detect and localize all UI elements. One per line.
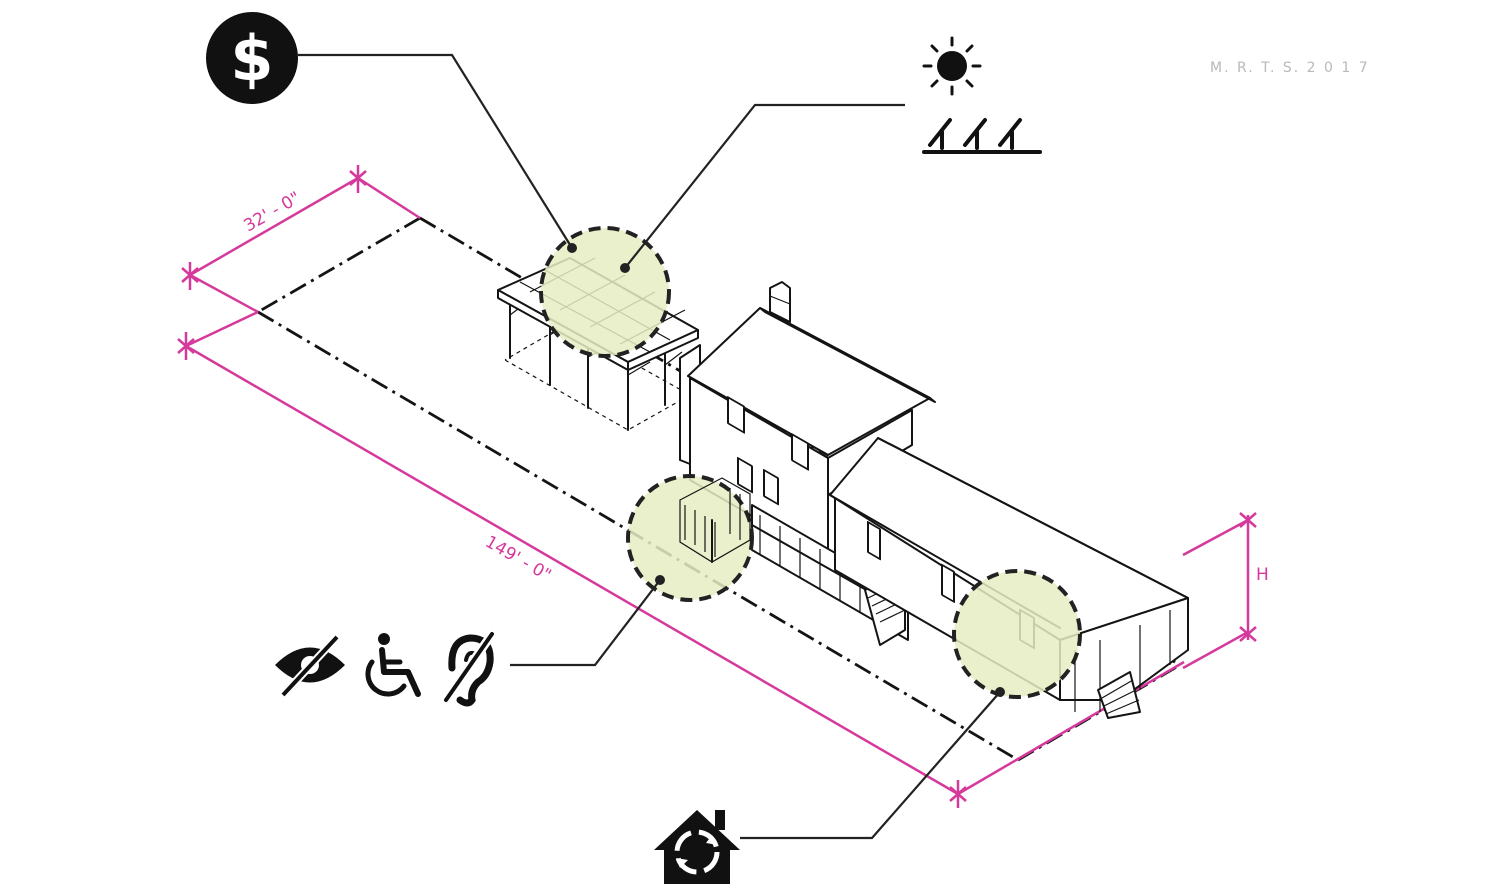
svg-text:$: $	[230, 22, 273, 95]
roof-highlight-circle	[539, 226, 671, 358]
sustainability-callout-dot	[995, 687, 1005, 697]
height-dimension-label: H	[1256, 565, 1269, 585]
wall-highlight-circle	[952, 569, 1082, 699]
visually-impaired-icon	[275, 634, 345, 698]
faded-header-text: M. R. T. S. 2 0 1 7	[1210, 60, 1370, 76]
sun-icon	[922, 36, 982, 96]
accessibility-callout-line	[510, 579, 661, 667]
hearing-impaired-icon	[441, 629, 497, 707]
main-house	[679, 281, 936, 646]
dollar-sign-icon: $	[206, 12, 298, 104]
windows-upper	[727, 396, 809, 471]
accessible-ramp	[679, 477, 751, 563]
height-dimension: H	[1182, 512, 1269, 670]
house-recycle-icon	[654, 810, 740, 884]
width-dimension-label: 32' - 0"	[241, 188, 305, 236]
cost-callout-line	[298, 53, 573, 249]
solar-callout-line	[624, 103, 905, 269]
porch-highlight-circle	[626, 474, 754, 602]
accessibility-callout-dot	[655, 575, 665, 585]
wheelchair-icon	[365, 633, 421, 697]
solar-panels-icon	[922, 118, 1042, 154]
windows-lower	[737, 456, 779, 506]
cost-callout-dot	[567, 243, 577, 253]
solar-callout-dot	[620, 263, 630, 273]
sustainability-callout-line	[740, 691, 1001, 840]
